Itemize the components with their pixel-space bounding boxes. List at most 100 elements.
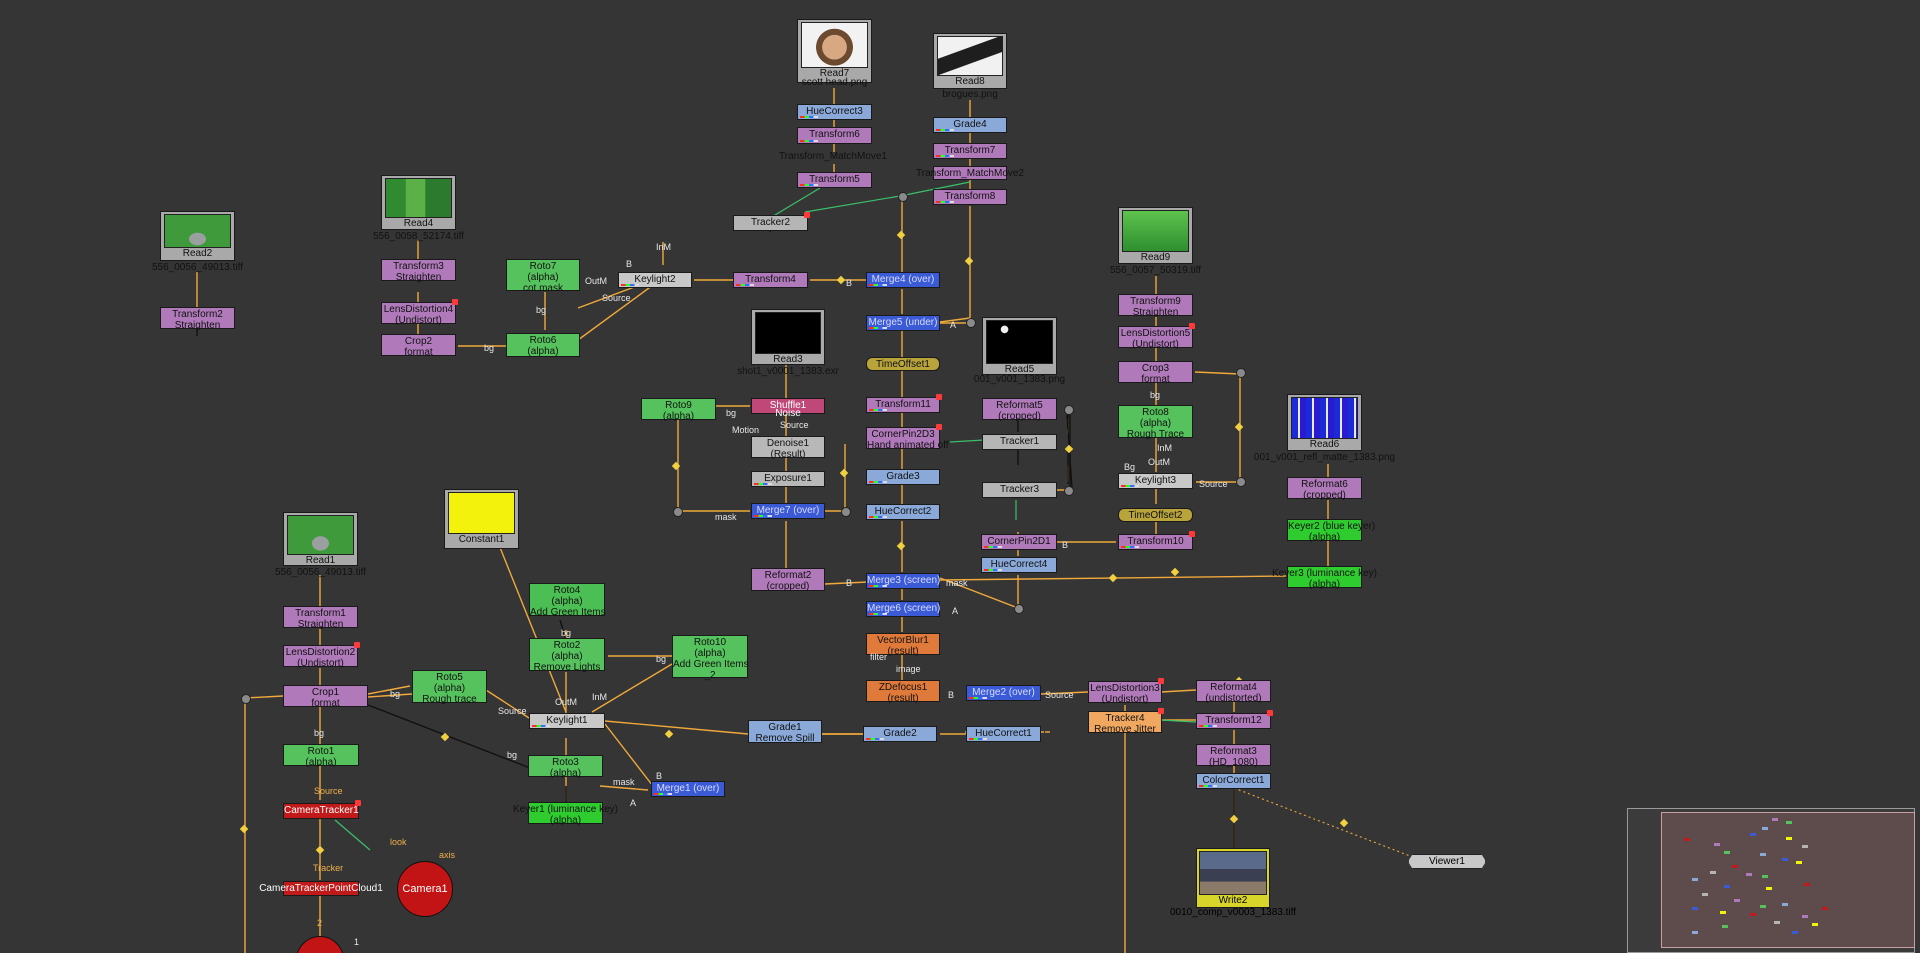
read6-node[interactable]: Read6 001_v001_refl_matte_1383.png <box>1254 394 1395 463</box>
pipe-dot[interactable] <box>1236 477 1246 487</box>
roto1-node[interactable]: Roto1(alpha) <box>283 744 359 768</box>
minimap-viewport[interactable] <box>1661 812 1915 948</box>
reformat4-node[interactable]: Reformat4(undistorted) <box>1196 680 1271 704</box>
transform-matchmove2-node[interactable]: Transform_MatchMove2 <box>916 166 1024 180</box>
transform8-node[interactable]: Transform8 <box>933 189 1007 205</box>
pipe-dot[interactable] <box>1064 486 1074 496</box>
pipe-label-motion: Motion <box>732 425 760 435</box>
tracker1-node[interactable]: Tracker1 <box>982 434 1057 450</box>
read7-node[interactable]: Read7 scott head.png <box>797 19 872 88</box>
read2-node[interactable]: Read2 556_0056_49013.tiff <box>152 211 243 273</box>
keyer1-node[interactable]: Keyer1 (luminance key)(alpha) <box>513 802 618 826</box>
pipe-dot[interactable] <box>966 318 976 328</box>
pipe-dot[interactable] <box>241 694 251 704</box>
keyer3-node[interactable]: Keyer3 (luminance key)(alpha) <box>1272 566 1377 590</box>
keyer2-node[interactable]: Keyer2 (blue keyer)(alpha) <box>1287 519 1375 543</box>
huecorrect1-node[interactable]: HueCorrect1 <box>966 726 1041 742</box>
exposure1-node[interactable]: Exposure1 <box>751 471 825 487</box>
cameratracker1-node[interactable]: CameraTracker1 <box>283 800 361 819</box>
roto9-node[interactable]: Roto9(alpha) <box>641 398 716 422</box>
roto10-node[interactable]: Roto10(alpha)Add Green Items_2 <box>672 635 749 681</box>
grade4-node[interactable]: Grade4 <box>933 117 1007 133</box>
zdefocus1-node[interactable]: ZDefocus1(result) <box>866 680 940 704</box>
tracker3-node[interactable]: Tracker3 <box>982 482 1057 498</box>
keylight3-node[interactable]: Keylight3 <box>1118 473 1193 489</box>
camera1-node[interactable]: Camera1 <box>397 861 453 917</box>
roto3-node[interactable]: Roto3(alpha) <box>528 755 603 779</box>
vectorblur1-node[interactable]: VectorBlur1(result) <box>866 633 940 657</box>
write2-node[interactable]: Write2 0010_comp_v0003_1383.tiff <box>1170 848 1296 918</box>
merge2-node[interactable]: Merge2 (over) <box>966 685 1041 701</box>
tracker2-node[interactable]: Tracker2 <box>733 212 810 231</box>
merge1-node[interactable]: Merge1 (over) <box>651 781 725 797</box>
pipe-dot[interactable] <box>673 507 683 517</box>
huecorrect2-node[interactable]: HueCorrect2 <box>866 504 940 520</box>
transform5-node[interactable]: Transform5 <box>797 172 872 188</box>
cornerpin2d1-node[interactable]: CornerPin2D1 <box>981 534 1057 550</box>
huecorrect3-node[interactable]: HueCorrect3 <box>797 104 872 120</box>
merge6-node[interactable]: Merge6 (screen) <box>866 601 940 617</box>
read3-node[interactable]: Read3 shot1_v0001_1383.exr <box>737 309 839 377</box>
huecorrect4-node[interactable]: HueCorrect4 <box>981 557 1057 573</box>
lensdistortion3-node[interactable]: LensDistortion3(Undistort) <box>1088 678 1164 705</box>
read9-node[interactable]: Read9 556_0057_50319.tiff <box>1110 207 1201 276</box>
merge5-node[interactable]: Merge5 (under) <box>866 315 940 331</box>
transform12-node[interactable]: Transform12 <box>1196 710 1273 729</box>
lensdistortion4-node[interactable]: LensDistortion4(Undistort) <box>381 299 458 326</box>
timeoffset2-node[interactable]: TimeOffset2 <box>1118 508 1193 522</box>
transform6-node[interactable]: Transform6 <box>797 127 872 144</box>
keylight2-node[interactable]: Keylight2 <box>618 272 692 288</box>
pipe-dot[interactable] <box>898 192 908 202</box>
merge4-node[interactable]: Merge4 (over) <box>866 272 940 288</box>
pipe-dot[interactable] <box>841 507 851 517</box>
read8-node[interactable]: Read8 brogues.png <box>933 33 1007 100</box>
denoise1-node[interactable]: Denoise1(Result) <box>751 436 825 460</box>
channel-indicator <box>754 515 772 517</box>
merge3-node[interactable]: Merge3 (screen) <box>866 573 940 589</box>
reformat6-node[interactable]: Reformat6(cropped) <box>1287 477 1362 501</box>
minimap-navigator[interactable] <box>1627 808 1915 953</box>
viewer1-node[interactable]: Viewer1 <box>1408 854 1486 869</box>
reformat3-node[interactable]: Reformat3(HD_1080) <box>1196 744 1271 768</box>
roto4-node[interactable]: Roto4(alpha)Add Green Items <box>529 583 606 618</box>
roto6-node[interactable]: Roto6(alpha) <box>506 333 580 357</box>
keylight1-node[interactable]: Keylight1 <box>529 713 605 729</box>
pipe-dot[interactable] <box>1064 405 1074 415</box>
cameratrackerpointcloud1-node[interactable]: CameraTrackerPointCloud1 <box>259 881 383 896</box>
roto5-node[interactable]: Roto5(alpha)Rough trace <box>412 670 487 705</box>
transform10-node[interactable]: Transform10 <box>1118 531 1195 550</box>
read1-node[interactable]: Read1 556_0056_49013.tiff <box>275 512 366 578</box>
roto7-node[interactable]: Roto7(alpha)cot mask <box>506 259 580 294</box>
lensdistortion5-node[interactable]: LensDistortion5(Undistort) <box>1118 323 1195 350</box>
transform11-node[interactable]: Transform11 <box>866 394 942 413</box>
reformat2-node[interactable]: Reformat2(cropped) <box>751 568 825 592</box>
pipe-dot[interactable] <box>1236 368 1246 378</box>
read4-node[interactable]: Read4 556_0058_52174.tiff <box>373 175 464 242</box>
constant1-node[interactable]: Constant1 <box>444 489 519 549</box>
colorcorrect1-node[interactable]: ColorCorrect1 <box>1196 773 1271 789</box>
roto8-node[interactable]: Roto8(alpha)Rough Trace <box>1118 405 1193 440</box>
merge7-node[interactable]: Merge7 (over) <box>751 503 825 519</box>
lensdistortion2-node[interactable]: LensDistortion2(Undistort) <box>283 642 360 669</box>
grade3-node[interactable]: Grade3 <box>866 469 940 485</box>
reformat5-node[interactable]: Reformat5(cropped) <box>982 398 1057 422</box>
read5-node[interactable]: Read5 001_v001_1383.png <box>974 317 1065 385</box>
pipe-dot[interactable] <box>1014 604 1024 614</box>
transform4-node[interactable]: Transform4 <box>733 272 808 288</box>
roto2-node[interactable]: Roto2(alpha)Remove Lights <box>529 638 605 673</box>
timeoffset1-node[interactable]: TimeOffset1 <box>866 357 940 371</box>
transform7-node[interactable]: Transform7 <box>933 143 1007 159</box>
grade2-node[interactable]: Grade2 <box>863 726 937 742</box>
